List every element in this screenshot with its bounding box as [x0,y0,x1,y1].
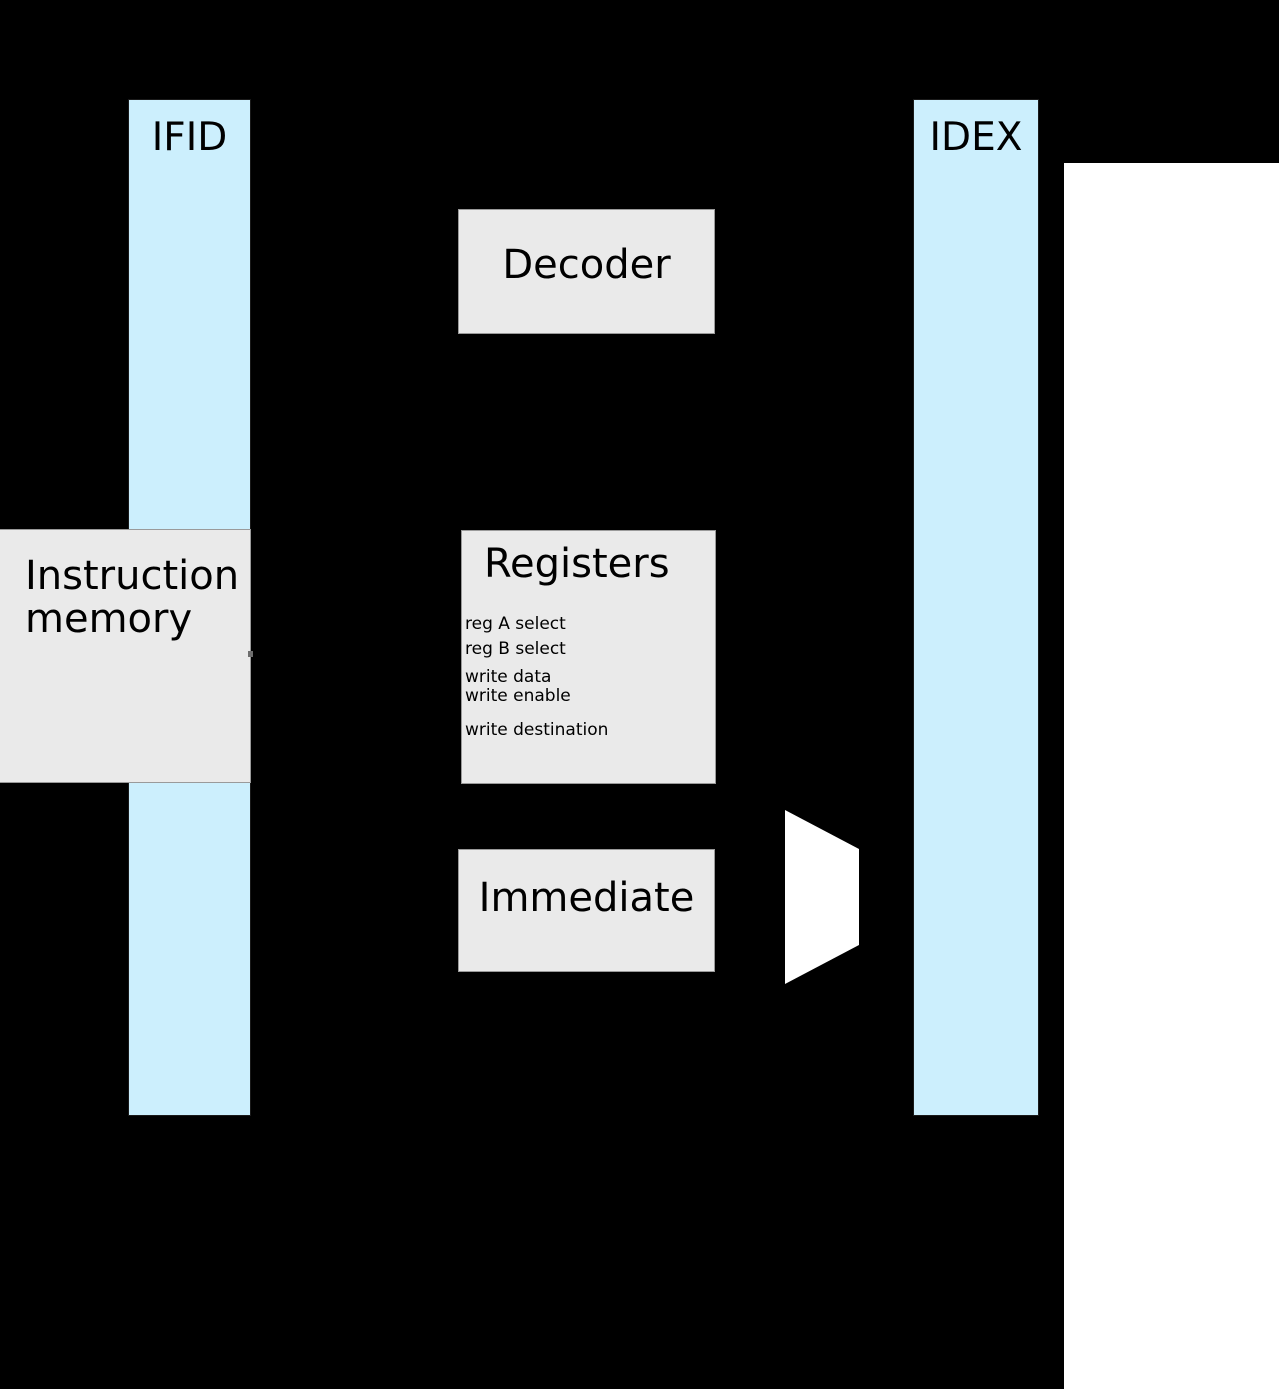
block-decoder-label: Decoder [502,242,671,288]
connector-stub [248,651,253,657]
pipeline-register-ifid-label: IFID [151,115,228,160]
pipeline-register-idex-label: IDEX [929,115,1023,160]
block-registers-label: Registers [484,541,670,587]
block-immediate: Immediate [458,849,715,972]
block-instruction-memory: Instruction memory [0,529,251,783]
port-label-write-destination: write destination [465,720,609,740]
block-decoder: Decoder [458,209,715,334]
white-panel [1064,163,1279,1389]
port-label-reg-a-select: reg A select [465,614,566,634]
block-registers: Registers [461,530,716,784]
port-label-reg-b-select: reg B select [465,639,566,659]
pipeline-register-idex: IDEX [913,99,1039,1116]
block-instruction-memory-label: Instruction memory [25,553,240,643]
port-label-write-enable: write enable [465,686,571,706]
port-label-write-data: write data [465,667,552,687]
block-immediate-label: Immediate [478,875,695,921]
operand-mux [785,810,859,984]
